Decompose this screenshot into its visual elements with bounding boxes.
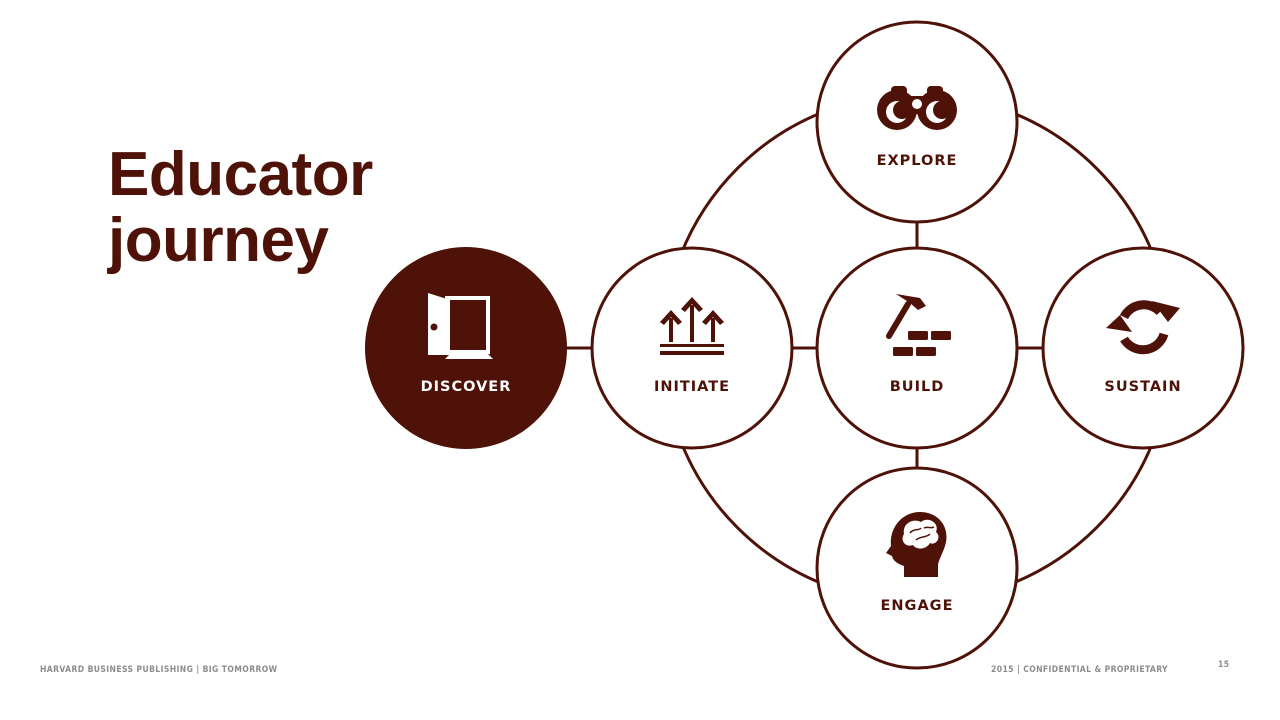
title-line-1: Educator [108, 140, 373, 209]
binoculars-icon [877, 86, 957, 130]
title-line-2: journey [108, 206, 329, 275]
node-explore-circle [815, 20, 1019, 224]
node-engage-label: ENGAGE [881, 598, 954, 614]
node-sustain[interactable]: SUSTAIN [1041, 246, 1245, 450]
node-discover[interactable]: DISCOVER [365, 247, 567, 449]
node-build[interactable]: BUILD [815, 246, 1019, 450]
node-engage[interactable]: ENGAGE [815, 466, 1019, 670]
node-explore-label: EXPLORE [877, 153, 958, 169]
node-sustain-label: SUSTAIN [1104, 379, 1181, 395]
node-initiate-label: INITIATE [654, 379, 730, 395]
page-title: Educator journey [108, 142, 373, 274]
node-initiate-circle [590, 246, 794, 450]
node-build-label: BUILD [890, 379, 945, 395]
node-explore[interactable]: EXPLORE [815, 20, 1019, 224]
head-brain-icon [886, 512, 947, 577]
cycle-arrows-icon [1106, 300, 1180, 355]
page-number: 15 [1218, 660, 1230, 670]
door-icon [428, 293, 493, 359]
up-arrows-icon [660, 297, 724, 355]
footer-publisher: HARVARD BUSINESS PUBLISHING | BIG TOMORR… [40, 665, 278, 675]
hammer-bricks-icon [886, 294, 951, 356]
node-discover-label: DISCOVER [421, 379, 512, 395]
footer-confidential: 2015 | CONFIDENTIAL & PROPRIETARY [991, 665, 1168, 675]
node-initiate[interactable]: INITIATE [590, 246, 794, 450]
